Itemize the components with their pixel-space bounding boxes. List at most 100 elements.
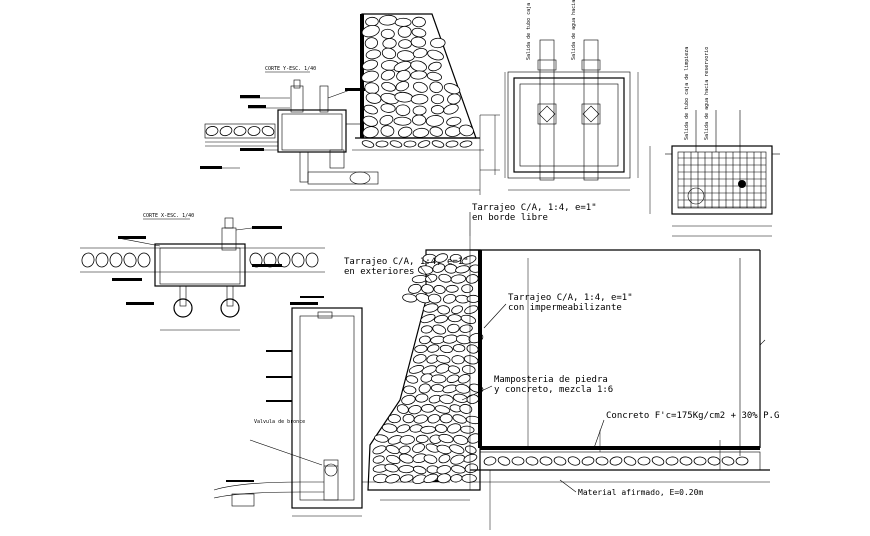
stone-shape	[403, 385, 417, 395]
stone-shape	[417, 140, 431, 148]
stone-shape	[399, 435, 415, 445]
stone-shape	[455, 265, 470, 274]
stone-shape	[410, 94, 429, 105]
stone-shape	[461, 365, 476, 375]
stone-shape	[461, 284, 474, 294]
stone-shape	[425, 115, 444, 127]
stone-shape	[379, 114, 394, 126]
stone-shape	[425, 273, 438, 283]
stone-shape	[427, 344, 440, 353]
stone-shape	[401, 394, 416, 405]
callout-material: Material afirmado, E=0.20m	[578, 488, 703, 497]
stone-shape	[567, 456, 581, 466]
stone-shape	[539, 456, 553, 466]
stone-shape	[436, 444, 452, 455]
plan2-label-1: Salida de tubo caja de limpieza	[684, 47, 690, 140]
stone-shape	[412, 127, 430, 138]
stone-shape	[397, 25, 412, 38]
stone-shape	[399, 474, 414, 483]
stone-shape	[439, 344, 453, 354]
stone-shape	[394, 17, 412, 27]
callout-mamposteria-2: y concreto, mezcla 1:6	[494, 385, 613, 395]
callout-tarrajeo-ext-1: Tarrajeo C/A, 1:4, e=1"	[344, 257, 469, 267]
stone-shape	[460, 425, 475, 434]
stone-shape	[395, 104, 411, 116]
stone-shape	[393, 116, 412, 126]
stone-shape	[364, 37, 379, 49]
stone-shape	[412, 48, 428, 59]
stone-shape	[651, 456, 665, 466]
stone-shape	[511, 456, 525, 466]
stone-shape	[431, 140, 445, 148]
stone-shape	[396, 424, 411, 434]
stone-shape	[398, 39, 412, 49]
plan2-label-2: Salida de agua hacia reservorio	[704, 47, 710, 140]
stone-shape	[451, 465, 466, 474]
stone-shape	[693, 456, 707, 466]
top-stone-wall	[352, 13, 484, 151]
stone-shape	[463, 355, 479, 365]
stone-shape	[430, 105, 445, 115]
corte-y-section: CORTE Y-ESC. 1/40	[200, 66, 379, 185]
stone-shape	[434, 424, 448, 433]
stone-shape	[398, 445, 411, 455]
stone-shape	[735, 456, 749, 466]
stone-shape	[445, 140, 459, 148]
stone-shape	[458, 124, 474, 137]
stone-shape	[419, 335, 431, 345]
stone-shape	[437, 305, 451, 315]
stone-shape	[415, 434, 429, 444]
stone-shape	[609, 456, 623, 466]
stone-shape	[420, 325, 433, 334]
stone-shape	[437, 473, 451, 484]
stone-shape	[398, 465, 415, 474]
main-stone-wall	[367, 236, 770, 530]
plan-view-1: Salida de tubo caja de limpieza Salida d…	[504, 0, 639, 191]
callout-tarrajeo-borde-2: en borde libre	[472, 213, 548, 223]
stone-shape	[430, 374, 447, 384]
callout-tarrajeo-imp-2: con impermeabilizante	[508, 303, 622, 313]
stone-shape	[403, 140, 417, 148]
stone-shape	[637, 456, 651, 466]
stone-shape	[412, 105, 427, 116]
stone-shape	[395, 81, 410, 92]
stone-shape	[430, 384, 445, 393]
stone-shape	[459, 404, 473, 414]
stone-shape	[455, 384, 471, 394]
stone-shape	[461, 473, 477, 483]
stone-shape	[412, 114, 427, 126]
stone-shape	[381, 47, 397, 60]
stone-shape	[438, 433, 454, 444]
plan-view-2: Salida de tubo caja de limpieza Salida d…	[649, 47, 780, 237]
stone-shape	[449, 253, 462, 263]
stone-shape	[389, 140, 403, 148]
stone-shape	[447, 365, 461, 374]
stone-shape	[447, 93, 461, 105]
stone-shape	[451, 355, 465, 365]
stone-shape	[396, 404, 409, 414]
stone-shape	[365, 92, 382, 104]
stone-shape	[410, 70, 427, 80]
stone-shape	[291, 252, 305, 268]
stone-shape	[461, 255, 477, 265]
stone-shape	[465, 274, 479, 284]
stone-shape	[464, 305, 479, 315]
stone-shape	[623, 456, 637, 466]
stone-shape	[459, 140, 473, 148]
stone-shape	[458, 374, 471, 384]
stone-shape	[463, 453, 478, 463]
corte-x-title: CORTE X-ESC. 1/40	[143, 213, 194, 219]
salida-reservorio-label: Salida de agua hacia reservorio	[571, 0, 577, 60]
stone-shape	[595, 456, 609, 466]
stone-shape	[464, 463, 478, 474]
stone-shape	[447, 423, 462, 434]
stone-shape	[466, 344, 479, 354]
stone-shape	[445, 284, 459, 293]
stone-shape	[412, 16, 426, 28]
stone-shape	[443, 103, 459, 115]
stone-shape	[386, 454, 401, 465]
stone-shape	[365, 16, 379, 27]
stone-shape	[426, 71, 443, 81]
stone-shape	[443, 294, 457, 304]
